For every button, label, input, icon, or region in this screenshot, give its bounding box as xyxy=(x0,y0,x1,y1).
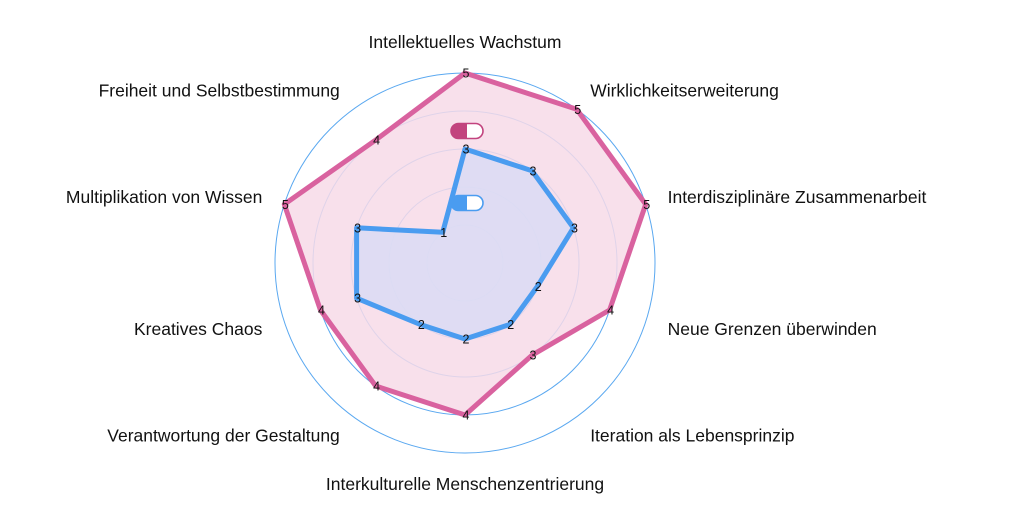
series-2-value-label: 1 xyxy=(440,226,447,240)
series-1-value-label: 5 xyxy=(574,103,581,117)
series-1-value-label: 5 xyxy=(282,198,289,212)
series-toggles[interactable] xyxy=(450,122,484,212)
series-1-value-label: 5 xyxy=(643,198,650,212)
series-2-polygon xyxy=(354,146,576,342)
series-2-value-label: 2 xyxy=(463,333,470,347)
series-1-value-label: 4 xyxy=(373,379,380,393)
axis-label: Interkulturelle Menschenzentrierung xyxy=(326,474,604,494)
series-2-value-label: 3 xyxy=(463,143,470,157)
value-labels: 5 5 5 4 3 4 4 4 5 4 3 3 3 2 2 2 2 3 3 1 xyxy=(282,67,650,423)
axis-label: Verantwortung der Gestaltung xyxy=(107,425,340,445)
axis-label: Iteration als Lebensprinzip xyxy=(590,425,794,445)
series-layer xyxy=(281,70,649,418)
axis-label: Intellektuelles Wachstum xyxy=(369,32,562,52)
series-2-value-label: 3 xyxy=(571,221,578,235)
series-2-value-label: 2 xyxy=(507,318,514,332)
series-2-value-label: 3 xyxy=(354,292,361,306)
series-1-value-label: 4 xyxy=(463,409,470,423)
axis-labels: Intellektuelles WachstumWirklichkeitserw… xyxy=(66,32,927,494)
series-2-value-label: 2 xyxy=(418,318,425,332)
series-1-value-label: 5 xyxy=(463,67,470,81)
axis-label: Wirklichkeitserweiterung xyxy=(590,81,779,101)
axis-label: Multiplikation von Wissen xyxy=(66,187,262,207)
series-2-value-label: 2 xyxy=(535,280,542,294)
series-2-value-label: 3 xyxy=(530,164,537,178)
series-1-value-label: 3 xyxy=(530,349,537,363)
axis-label: Freiheit und Selbstbestimmung xyxy=(99,81,340,101)
series-2-toggle[interactable] xyxy=(450,194,484,212)
series-1-value-label: 4 xyxy=(373,134,380,148)
axis-label: Kreatives Chaos xyxy=(134,319,263,339)
series-1-value-label: 4 xyxy=(318,303,325,317)
series-2-value-label: 3 xyxy=(354,221,361,235)
series-1-value-label: 4 xyxy=(607,303,614,317)
series-1-toggle[interactable] xyxy=(450,122,484,140)
axis-label: Interdisziplinäre Zusammenarbeit xyxy=(668,187,927,207)
axis-label: Neue Grenzen überwinden xyxy=(668,319,877,339)
